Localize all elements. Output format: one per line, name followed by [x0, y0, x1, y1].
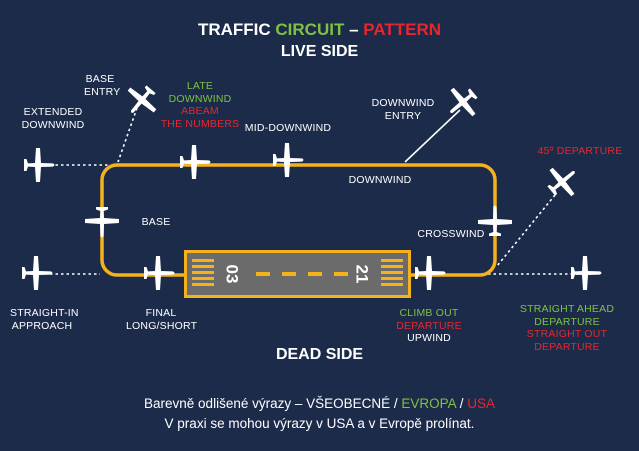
plane-downwind-entry-icon	[439, 79, 485, 126]
departure-45-line	[496, 194, 556, 267]
downwind-entry-line	[404, 109, 461, 163]
label-downwind-entry: DOWNWIND ENTRY	[371, 97, 435, 122]
label-straight-ahead-out: STRAIGHT AHEAD DEPARTURE STRAIGHT OUT DE…	[519, 303, 615, 353]
plane-extended-downwind-icon	[24, 148, 55, 182]
legend-general: VŠEOBECNÉ	[306, 396, 391, 411]
legend-europe: EVROPA	[401, 396, 456, 411]
label-climb-out-departure-upwind: CLIMB OUT DEPARTURE UPWIND	[396, 307, 462, 344]
title-traffic: TRAFFIC	[197, 20, 276, 39]
runway: 03 21	[184, 250, 411, 298]
label-base: BASE	[141, 216, 171, 228]
plane-straight-out-icon	[571, 256, 602, 290]
label-extended-downwind: EXTENDED DOWNWIND	[21, 106, 85, 131]
label-base-entry: BASE ENTRY	[84, 73, 121, 98]
plane-straight-in-icon	[22, 256, 53, 290]
label-final: FINAL LONG/SHORT	[126, 307, 198, 332]
plane-climb-out-icon	[415, 256, 446, 290]
runway-number-21: 21	[353, 265, 372, 284]
label-late-downwind-abeam: LATE DOWNWIND ABEAM THE NUMBERS	[160, 80, 240, 130]
runway-threshold-right	[381, 259, 403, 286]
label-mid-downwind: MID-DOWNWIND	[244, 122, 332, 134]
title-circuit: CIRCUIT	[275, 20, 345, 39]
label-straight-in-approach: STRAIGHT-IN APPROACH	[10, 307, 79, 332]
page-title: TRAFFIC CIRCUIT – PATTERN	[0, 20, 639, 40]
live-side-label: LIVE SIDE	[280, 43, 359, 60]
runway-threshold-left	[192, 259, 214, 286]
legend-line-1: Barevně odlišené výrazy – VŠEOBECNÉ / EV…	[144, 396, 495, 411]
runway-number-03: 03	[223, 265, 242, 284]
label-crosswind: CROSSWIND	[417, 228, 485, 240]
plane-base-icon	[85, 207, 119, 238]
base-entry-line	[117, 107, 138, 163]
legend-line-2: V praxi se mohou výrazy v USA a v Evropě…	[164, 416, 475, 431]
plane-late-downwind-icon	[180, 145, 211, 179]
legend-usa: USA	[467, 396, 495, 411]
title-pattern: PATTERN	[363, 20, 442, 39]
title-separator: –	[344, 20, 364, 39]
label-downwind: DOWNWIND	[348, 174, 412, 186]
plane-final-icon	[144, 256, 175, 290]
plane-45-departure-icon	[540, 158, 586, 205]
plane-mid-downwind-icon	[273, 143, 304, 177]
entry-exit-lines	[50, 107, 580, 275]
runway-centerline	[256, 272, 348, 276]
label-45-departure: 45º DEPARTURE	[537, 145, 623, 157]
dead-side-label: DEAD SIDE	[275, 346, 364, 363]
